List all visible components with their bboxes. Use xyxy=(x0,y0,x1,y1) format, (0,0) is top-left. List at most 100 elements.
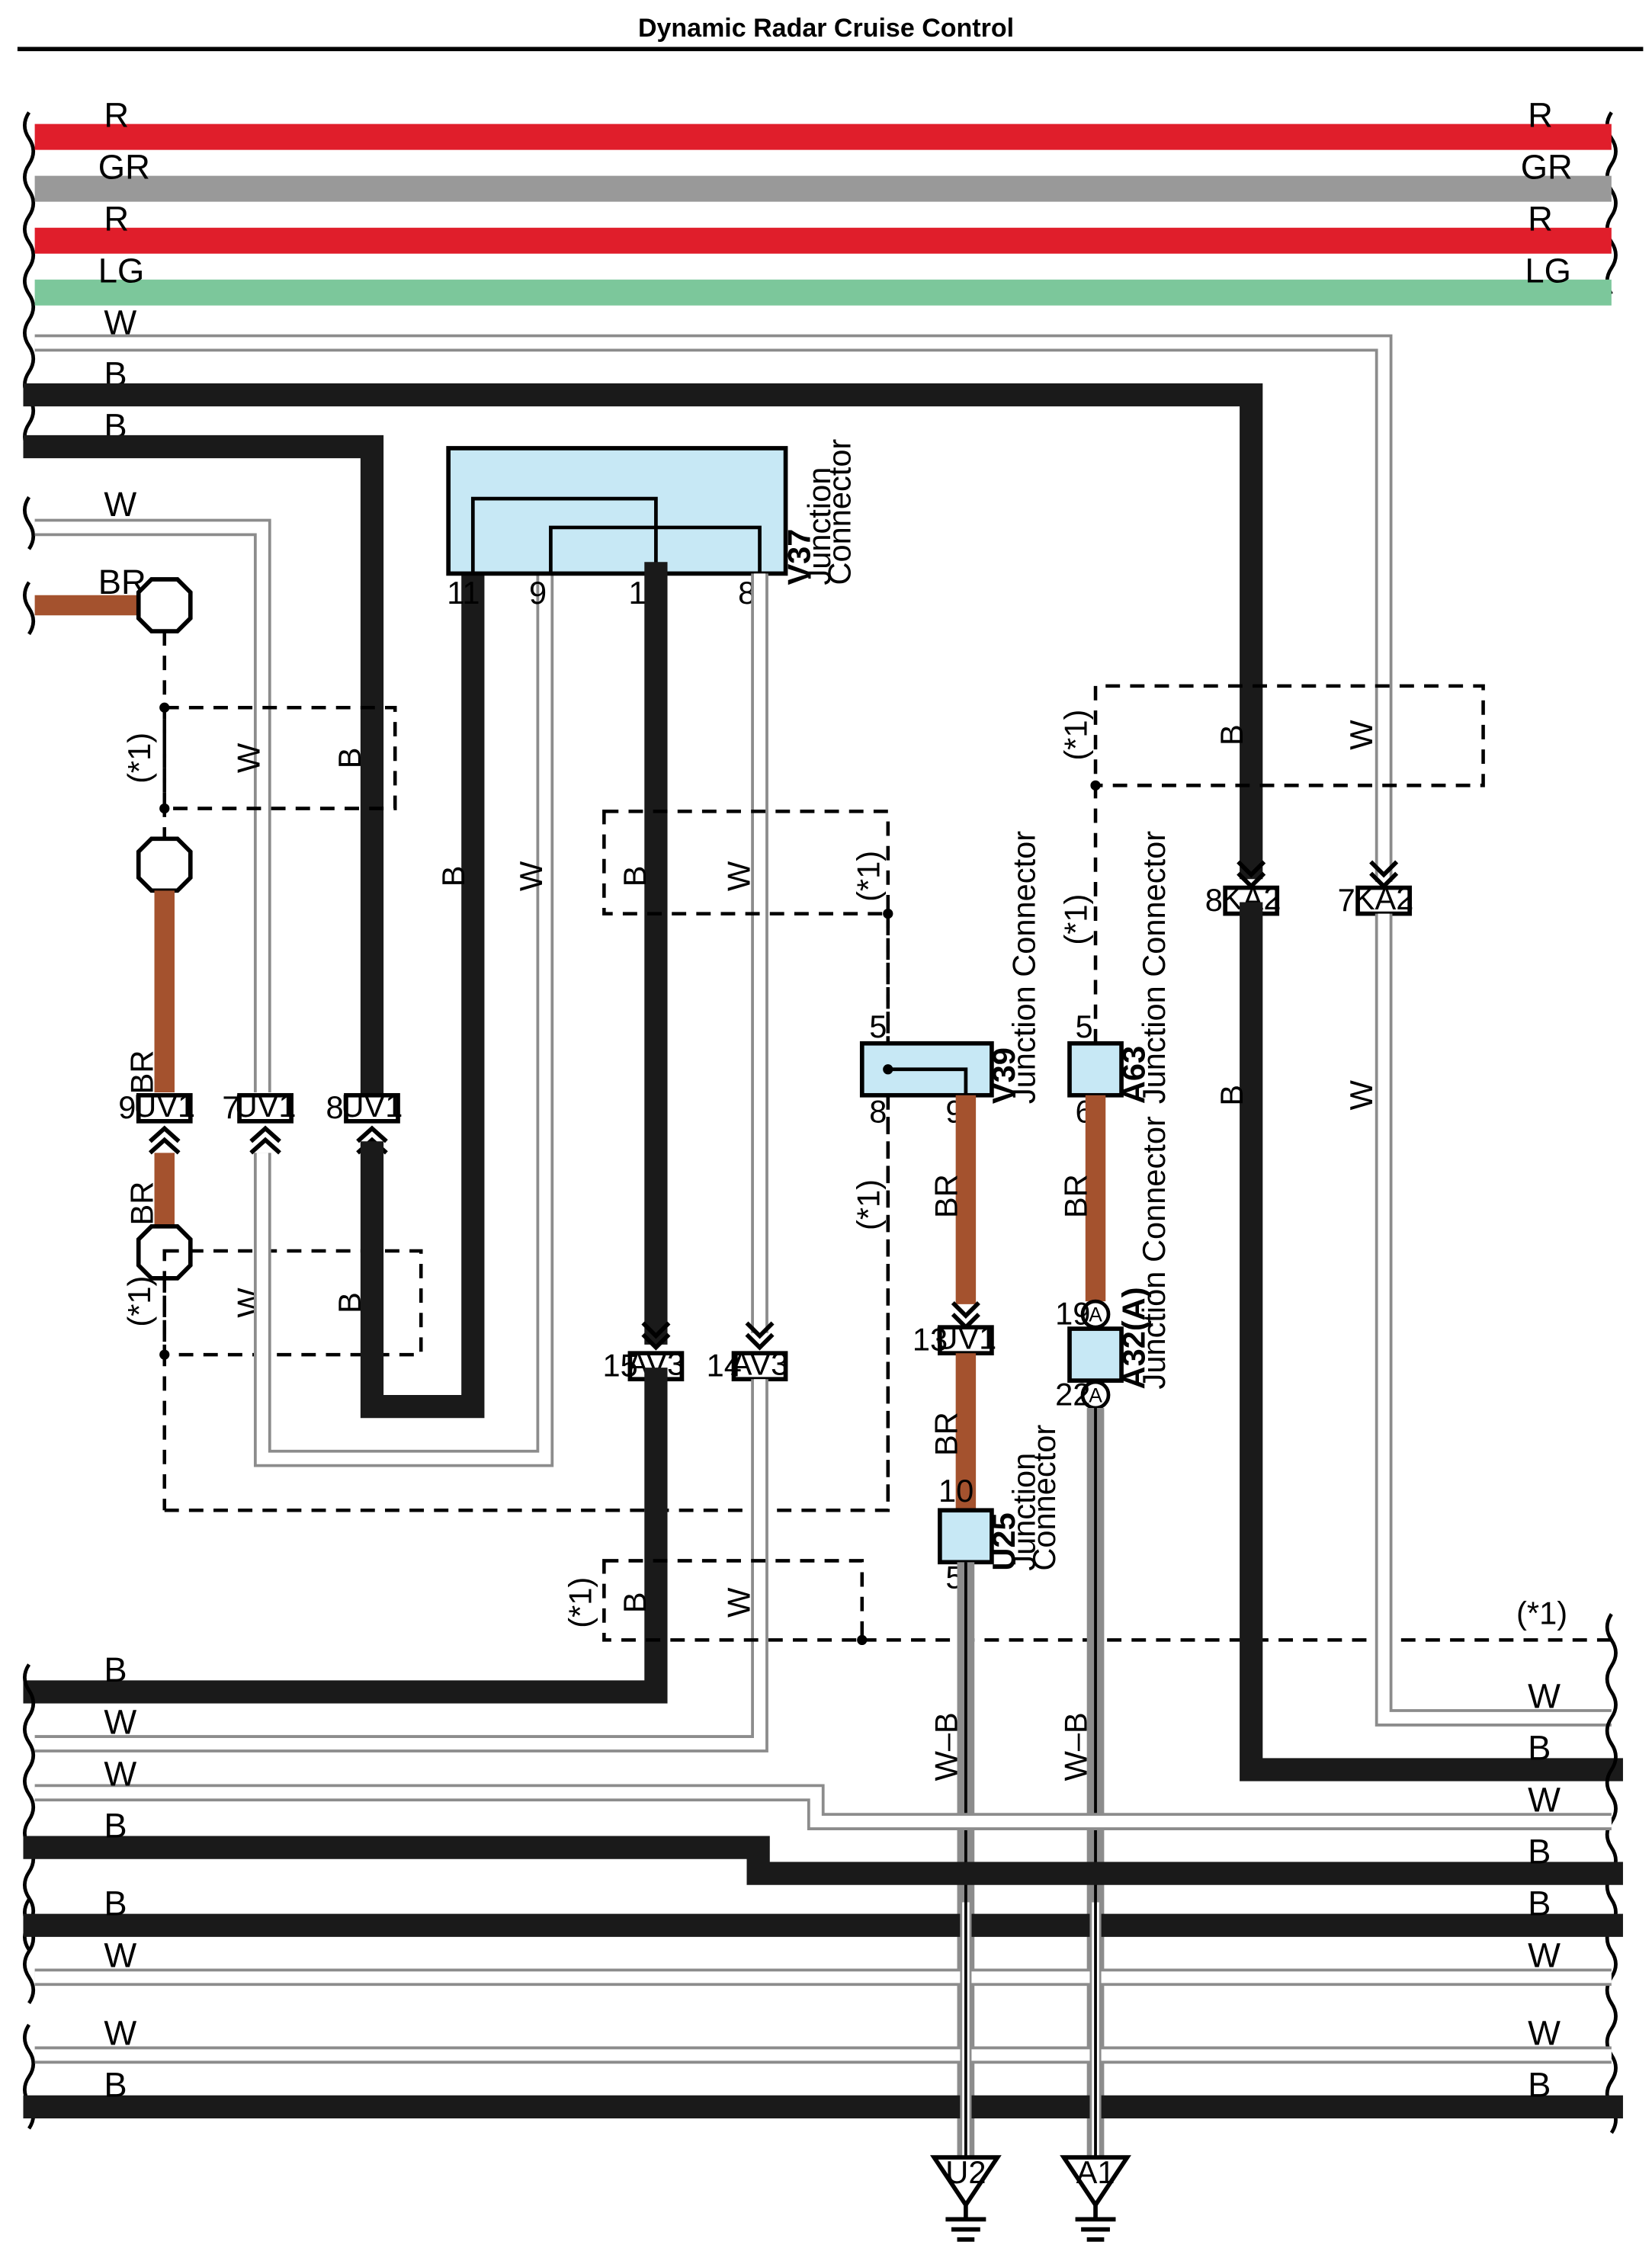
connector-chevron-icon xyxy=(745,1321,775,1351)
top-wire-bus: R R GR GR R R LG LG W B B W BR xyxy=(23,95,1618,636)
connector-label: UV1 xyxy=(342,1088,403,1124)
component-desc: Connector xyxy=(1026,1425,1062,1571)
wire-b-ka2-8-down xyxy=(1240,902,1623,1781)
wire-label: B xyxy=(617,1592,653,1613)
pin-number: 7 xyxy=(222,1089,239,1125)
component-code: U25 xyxy=(986,1512,1022,1570)
wire-label: W xyxy=(231,742,267,773)
shield-note-upper-left: (*1) xyxy=(121,733,157,784)
shield-box-middle xyxy=(602,810,890,916)
wire-label: W xyxy=(513,861,549,891)
connector-chevron-icon xyxy=(148,1125,181,1155)
ka2-connector-row: KA2 8 KA2 7 xyxy=(1205,860,1413,918)
wire-label: B xyxy=(104,1806,127,1845)
pin-number: 22 xyxy=(1055,1376,1090,1412)
connector-chevron-icon xyxy=(641,1321,671,1351)
connector-uv1-13 xyxy=(938,1325,994,1356)
av3-connector-row: AV3 15 AV3 14 xyxy=(602,1321,789,1383)
pin-number: 8 xyxy=(326,1089,343,1125)
ground-u2: U2 xyxy=(929,2154,1002,2242)
wire-label-r-right: R xyxy=(1528,95,1553,134)
wire-label: W xyxy=(1528,1676,1561,1715)
connector-ka2-7 xyxy=(1355,885,1412,916)
pin-mark: A xyxy=(1089,1304,1102,1326)
component-desc: Junction Connector xyxy=(1136,831,1172,1104)
wire-label-r2-right: R xyxy=(1528,199,1553,238)
wire-label: BR xyxy=(929,1412,964,1456)
wire-label: W xyxy=(104,1936,136,1975)
wire-label: W xyxy=(1343,1079,1379,1110)
ground-icon xyxy=(929,2155,1002,2209)
pin-mark: A xyxy=(1089,1384,1102,1406)
wire-label: B xyxy=(332,748,367,769)
pin-number: 9 xyxy=(529,575,547,611)
wire-label: W xyxy=(1528,1936,1561,1975)
wire-label: B xyxy=(1214,724,1249,746)
wire-b-uv1-8-to-v37-11 xyxy=(360,562,485,1419)
wire-label: BR xyxy=(124,1182,160,1226)
connector-label: UV1 xyxy=(235,1088,297,1124)
wire-label: B xyxy=(1528,1884,1551,1922)
component-desc: Junction Connector xyxy=(1136,1116,1172,1389)
break-mark-right-top xyxy=(1605,111,1618,295)
a32-junction-connector: A A 19 22 A32(A) Junction Connector xyxy=(1055,1116,1172,1412)
wire-label: W xyxy=(104,2014,136,2053)
wire-label: BR xyxy=(124,1050,160,1095)
wire-label: B xyxy=(1528,2066,1551,2105)
shield-note-lower-left: (*1) xyxy=(121,1276,157,1327)
wire-b-crossover xyxy=(23,1836,1623,1885)
wire-label-w-second: W xyxy=(104,485,136,524)
pin-number: 5 xyxy=(1076,1009,1093,1044)
component-code: V39 xyxy=(986,1047,1022,1104)
component-desc: Junction xyxy=(1006,1453,1042,1571)
wire-label-lg-left: LG xyxy=(98,252,145,290)
wire-b-to-ka2-8 xyxy=(23,383,1263,880)
shield-drain-path xyxy=(164,913,890,1512)
shield-note-middle: (*1) xyxy=(850,851,886,902)
connector-label: AV3 xyxy=(731,1346,789,1382)
shield-box-upper-left xyxy=(162,705,397,810)
wire-label: B xyxy=(1528,1728,1551,1767)
left-shield-group: (*1) W B BR xyxy=(121,577,397,1095)
wire-label-r2-left: R xyxy=(104,199,129,238)
shield-note-lower-middle: (*1) xyxy=(562,1577,598,1628)
pin-number: 19 xyxy=(1055,1295,1090,1331)
a63-junction-connector: (*1) B W (*1) 5 6 A63 Junction Connector xyxy=(1058,684,1485,1130)
wire-label: W xyxy=(104,1754,136,1793)
shield-note: (*1) xyxy=(850,1179,886,1230)
shield-box-lower-left xyxy=(162,1249,423,1357)
uv1-connector-row: UV1 9 UV1 7 UV1 8 xyxy=(118,1088,403,1155)
connector-label: UV1 xyxy=(133,1088,195,1124)
wire-label: BR xyxy=(929,1174,964,1218)
shield-note: (*1) xyxy=(1058,894,1094,945)
wire-label: B xyxy=(104,2066,127,2105)
pin-number: 10 xyxy=(938,1473,974,1509)
splice-octagon-mid xyxy=(136,836,193,893)
wire-label: W xyxy=(104,1702,136,1741)
shield-note: (*1) xyxy=(1058,710,1094,761)
connector-label: UV1 xyxy=(935,1320,996,1356)
wire-label: B xyxy=(617,866,653,887)
wire-w-ka2-7-down xyxy=(1375,913,1612,1727)
connector-uv1-9 xyxy=(136,1092,193,1124)
component-code: V37 xyxy=(781,529,817,585)
break-mark-left-br xyxy=(23,581,36,636)
bottom-wire-bus: B W W B B W W B W B W B B W W B xyxy=(23,1613,1623,2134)
connector-ka2-8 xyxy=(1223,885,1280,916)
wire-label: B xyxy=(1528,1832,1551,1871)
wire-label: W–B xyxy=(929,1712,964,1781)
break-mark-left-w xyxy=(23,495,36,550)
wire-label: W xyxy=(1343,720,1379,750)
wire-label: W–B xyxy=(1058,1712,1094,1781)
pin-number: 8 xyxy=(1205,882,1223,918)
pin-number: 15 xyxy=(602,1347,637,1383)
wire-label: B xyxy=(435,866,471,887)
wire-label: W xyxy=(720,1587,756,1618)
connector-uv1-8 xyxy=(344,1092,400,1124)
wire-label: B xyxy=(104,1884,127,1922)
break-mark-left-bottom xyxy=(23,1663,36,1951)
wire-w-uv1-7-to-v37-9 xyxy=(253,573,554,1467)
wire-label: BR xyxy=(1058,1174,1094,1218)
wire-label: B xyxy=(104,1650,127,1689)
